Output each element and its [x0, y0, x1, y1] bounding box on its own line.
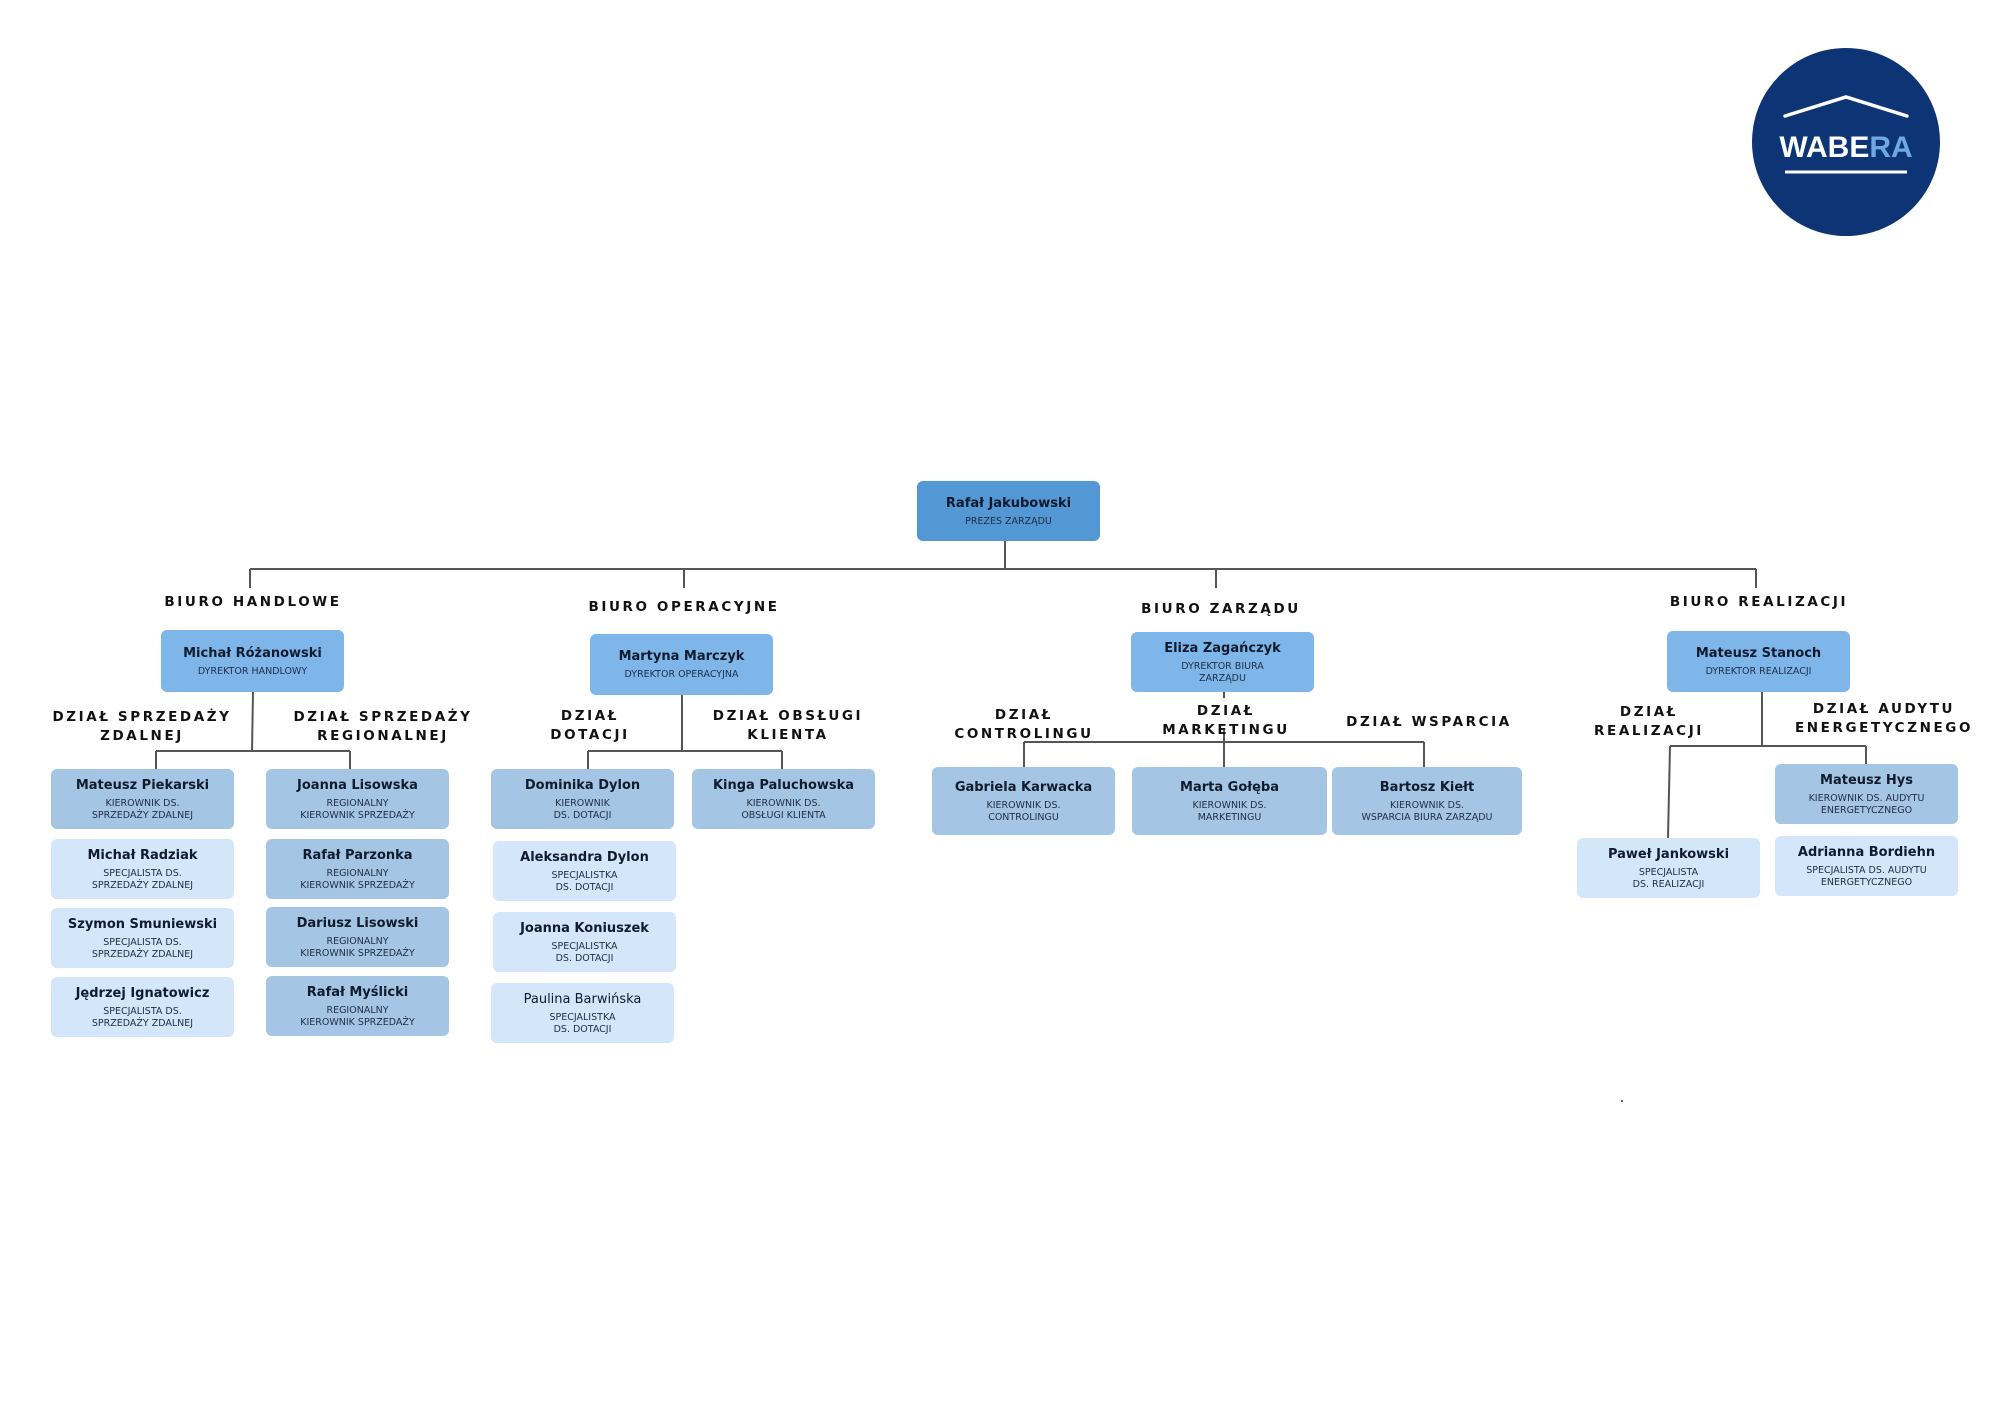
- department-label: DZIAŁ MARKETINGU: [1162, 703, 1290, 738]
- person-role: SPECJALISTKA DS. DOTACJI: [549, 1011, 616, 1035]
- person-box: Rafał Myślicki REGIONALNY KIEROWNIK SPRZ…: [266, 976, 449, 1036]
- person-box: Dariusz Lisowski REGIONALNY KIEROWNIK SP…: [266, 907, 449, 967]
- person-box: Marta Gołęba KIEROWNIK DS. MARKETINGU: [1132, 767, 1327, 835]
- person-box: Joanna Koniuszek SPECJALISTKA DS. DOTACJ…: [493, 912, 676, 972]
- person-name: Rafał Myślicki: [306, 984, 409, 1000]
- person-name: Eliza Zagańczyk: [1164, 640, 1281, 656]
- person-name: Rafał Parzonka: [302, 847, 413, 863]
- person-box: Michał Radziak SPECJALISTA DS. SPRZEDAŻY…: [51, 839, 234, 899]
- person-box: Adrianna Bordiehn SPECJALISTA DS. AUDYTU…: [1775, 836, 1958, 896]
- logo-circle: [1752, 48, 1940, 236]
- person-role: DYREKTOR OPERACYJNA: [624, 669, 739, 680]
- person-name: Szymon Smuniewski: [67, 916, 218, 932]
- person-name: Rafał Jakubowski: [945, 495, 1072, 511]
- person-name: Dominika Dylon: [524, 777, 641, 793]
- roof-icon: [1783, 95, 1909, 118]
- director-box: Martyna Marczyk DYREKTOR OPERACYJNA: [590, 634, 773, 695]
- person-name: Jędrzej Ignatowicz: [75, 985, 210, 1001]
- person-role: SPECJALISTA DS. SPRZEDAŻY ZDALNEJ: [91, 1005, 194, 1029]
- person-box: Mateusz Piekarski KIEROWNIK DS. SPRZEDAŻ…: [51, 769, 234, 829]
- person-role: KIEROWNIK DS. WSPARCIA BIURA ZARZĄDU: [1361, 799, 1493, 823]
- department-label: DZIAŁ REALIZACJI: [1594, 704, 1704, 739]
- person-role: REGIONALNY KIEROWNIK SPRZEDAŻY: [300, 867, 415, 891]
- person-role: SPECJALISTA DS. SPRZEDAŻY ZDALNEJ: [91, 867, 194, 891]
- ceo-box: Rafał Jakubowski PREZES ZARZĄDU: [917, 481, 1100, 541]
- person-box: Paweł Jankowski SPECJALISTA DS. REALIZAC…: [1577, 838, 1760, 898]
- person-role: KIEROWNIK DS. CONTROLINGU: [986, 799, 1061, 823]
- department-label: DZIAŁ CONTROLINGU: [954, 707, 1094, 742]
- person-role: SPECJALISTA DS. AUDYTU ENERGETYCZNEGO: [1806, 864, 1927, 888]
- director-box: Mateusz Stanoch DYREKTOR REALIZACJI: [1667, 631, 1850, 692]
- person-role: DYREKTOR HANDLOWY: [197, 665, 308, 677]
- person-role: REGIONALNY KIEROWNIK SPRZEDAŻY: [300, 797, 415, 821]
- director-box: Michał Różanowski DYREKTOR HANDLOWY: [161, 630, 344, 692]
- svg-text:WABERA: WABERA: [1779, 131, 1912, 164]
- person-role: KIEROWNIK DS. MARKETINGU: [1192, 799, 1267, 823]
- person-name: Adrianna Bordiehn: [1797, 844, 1936, 860]
- department-label: DZIAŁ OBSŁUGI KLIENTA: [712, 708, 864, 743]
- person-name: Marta Gołęba: [1180, 779, 1279, 795]
- department-label: DZIAŁ SPRZEDAŻY ZDALNEJ: [52, 709, 232, 744]
- person-role: SPECJALISTA DS. SPRZEDAŻY ZDALNEJ: [91, 936, 194, 960]
- department-label: DZIAŁ AUDYTU ENERGETYCZNEGO: [1794, 701, 1974, 736]
- person-name: Mateusz Piekarski: [75, 777, 210, 793]
- person-role: REGIONALNY KIEROWNIK SPRZEDAŻY: [300, 935, 415, 959]
- person-role: REGIONALNY KIEROWNIK SPRZEDAŻY: [300, 1004, 415, 1028]
- office-label-operacyjne: BIURO OPERACYJNE: [588, 599, 780, 615]
- person-name: Michał Radziak: [87, 847, 198, 863]
- person-role: KIEROWNIK DS. OBSŁUGI KLIENTA: [741, 797, 826, 821]
- director-box: Eliza Zagańczyk DYREKTOR BIURA ZARZĄDU: [1131, 632, 1314, 692]
- company-logo: WABERA: [1752, 48, 1940, 236]
- person-name: Mateusz Hys: [1820, 772, 1913, 788]
- person-box: Paulina Barwińska SPECJALISTKA DS. DOTAC…: [491, 983, 674, 1043]
- person-name: Joanna Lisowska: [297, 777, 418, 793]
- stray-dot: [1621, 1100, 1623, 1102]
- person-name: Joanna Koniuszek: [520, 920, 649, 936]
- department-label: DZIAŁ WSPARCIA: [1346, 714, 1512, 730]
- person-box: Joanna Lisowska REGIONALNY KIEROWNIK SPR…: [266, 769, 449, 829]
- person-name: Mateusz Stanoch: [1695, 646, 1822, 661]
- person-role: KIEROWNIK DS. DOTACJI: [553, 797, 612, 821]
- person-name: Gabriela Karwacka: [954, 779, 1093, 795]
- person-box: Gabriela Karwacka KIEROWNIK DS. CONTROLI…: [932, 767, 1115, 835]
- person-role: KIEROWNIK DS. SPRZEDAŻY ZDALNEJ: [91, 797, 194, 821]
- person-name: Aleksandra Dylon: [520, 849, 649, 865]
- person-role: SPECJALISTA DS. REALIZACJI: [1632, 866, 1705, 890]
- person-box: Kinga Paluchowska KIEROWNIK DS. OBSŁUGI …: [692, 769, 875, 829]
- person-name: Paulina Barwińska: [523, 991, 642, 1007]
- department-label: DZIAŁ DOTACJI: [550, 708, 630, 743]
- person-name: Martyna Marczyk: [618, 649, 745, 664]
- office-label-realizacji: BIURO REALIZACJI: [1669, 594, 1849, 610]
- office-label-handlowe: BIURO HANDLOWE: [164, 594, 342, 610]
- person-box: Bartosz Kiełt KIEROWNIK DS. WSPARCIA BIU…: [1332, 767, 1522, 835]
- person-role: SPECJALISTKA DS. DOTACJI: [551, 869, 618, 893]
- person-name: Dariusz Lisowski: [296, 915, 419, 931]
- person-role: KIEROWNIK DS. AUDYTU ENERGETYCZNEGO: [1808, 792, 1925, 816]
- person-box: Rafał Parzonka REGIONALNY KIEROWNIK SPRZ…: [266, 839, 449, 899]
- person-box: Mateusz Hys KIEROWNIK DS. AUDYTU ENERGET…: [1775, 764, 1958, 824]
- person-name: Paweł Jankowski: [1607, 846, 1730, 862]
- person-role: DYREKTOR BIURA ZARZĄDU: [1181, 660, 1264, 684]
- person-role: DYREKTOR REALIZACJI: [1705, 666, 1812, 677]
- office-label-zarzadu: BIURO ZARZĄDU: [1141, 601, 1301, 617]
- person-box: Aleksandra Dylon SPECJALISTKA DS. DOTACJ…: [493, 841, 676, 901]
- person-name: Kinga Paluchowska: [712, 777, 855, 793]
- person-role: PREZES ZARZĄDU: [965, 515, 1052, 527]
- person-box: Jędrzej Ignatowicz SPECJALISTA DS. SPRZE…: [51, 977, 234, 1037]
- person-role: SPECJALISTKA DS. DOTACJI: [551, 940, 618, 964]
- person-name: Bartosz Kiełt: [1379, 779, 1475, 795]
- logo-text-main: WABE: [1779, 131, 1869, 164]
- person-box: Dominika Dylon KIEROWNIK DS. DOTACJI: [491, 769, 674, 829]
- department-label: DZIAŁ SPRZEDAŻY REGIONALNEJ: [293, 709, 473, 744]
- person-box: Szymon Smuniewski SPECJALISTA DS. SPRZED…: [51, 908, 234, 968]
- person-name: Michał Różanowski: [183, 645, 322, 661]
- logo-text-accent: RA: [1869, 131, 1912, 164]
